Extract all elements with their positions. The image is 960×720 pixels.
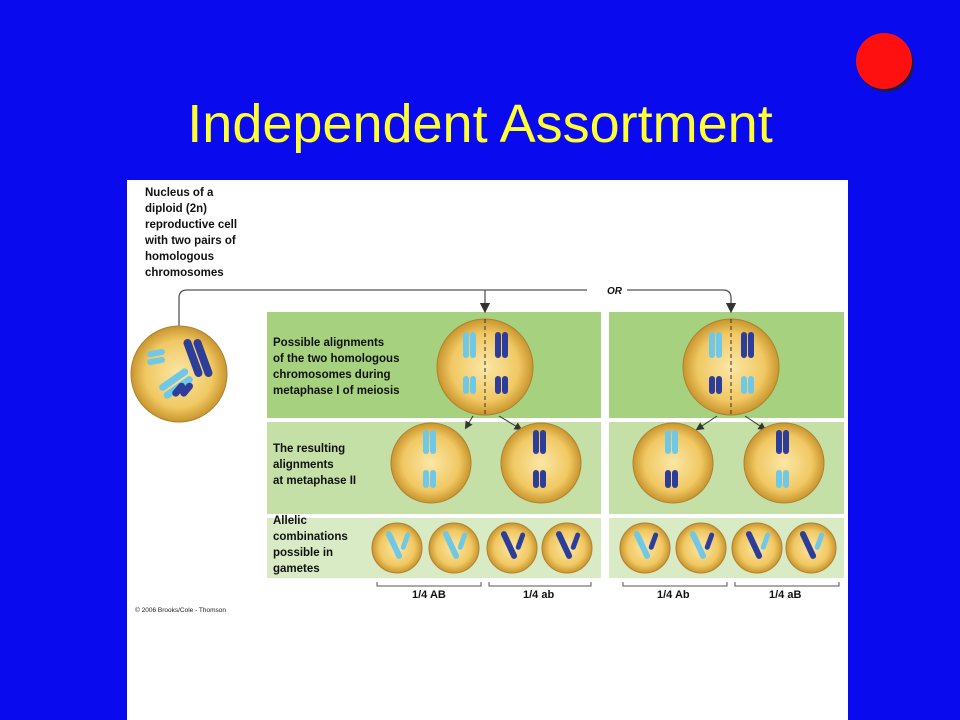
gamete-label-ab-mixed: 1/4 Ab	[657, 589, 690, 601]
row-label-line: The resulting	[273, 443, 345, 455]
gamete-label-ab-lower: 1/4 ab	[523, 589, 554, 601]
or-label: OR	[607, 286, 623, 297]
diploid-cell	[131, 326, 227, 422]
slide-title: Independent Assortment	[0, 92, 960, 156]
row-label-line: chromosomes during	[273, 369, 391, 381]
row-label-line: Possible alignments	[273, 337, 384, 349]
nucleus-label-line: Nucleus of a	[145, 187, 214, 199]
nucleus-label-line: chromosomes	[145, 267, 224, 279]
row-label-line: alignments	[273, 459, 334, 471]
gamete-label-ab-upper: 1/4 AB	[412, 589, 446, 601]
row-label-line: gametes	[273, 563, 320, 575]
nucleus-label-line: diploid (2n)	[145, 203, 207, 215]
row-label-line: of the two homologous	[273, 353, 399, 365]
gamete-cells	[372, 523, 836, 573]
gamete-brackets	[377, 582, 839, 586]
row-label-line: possible in	[273, 547, 333, 559]
row-label-line: metaphase I of meiosis	[273, 385, 400, 397]
band-alignments-left	[267, 312, 601, 418]
row-label-line: at metaphase II	[273, 475, 356, 487]
nucleus-label: Nucleus of a diploid (2n) reproductive c…	[144, 187, 237, 279]
nucleus-label-line: reproductive cell	[145, 219, 237, 231]
metaphase-ii-cells	[391, 423, 824, 503]
red-dot-icon	[856, 33, 912, 89]
row-label-line: Allelic	[273, 515, 307, 527]
figure-svg: OR Nucleus of a diploid (2n) reproductiv…	[127, 180, 848, 720]
row-label-line: combinations	[273, 531, 348, 543]
meiosis-figure: OR Nucleus of a diploid (2n) reproductiv…	[127, 180, 848, 720]
copyright-text: © 2006 Brooks/Cole - Thomson	[135, 606, 226, 614]
gamete-label-ab-mixed-2: 1/4 aB	[769, 589, 801, 601]
nucleus-label-line: with two pairs of	[144, 235, 236, 247]
nucleus-label-line: homologous	[145, 251, 214, 263]
